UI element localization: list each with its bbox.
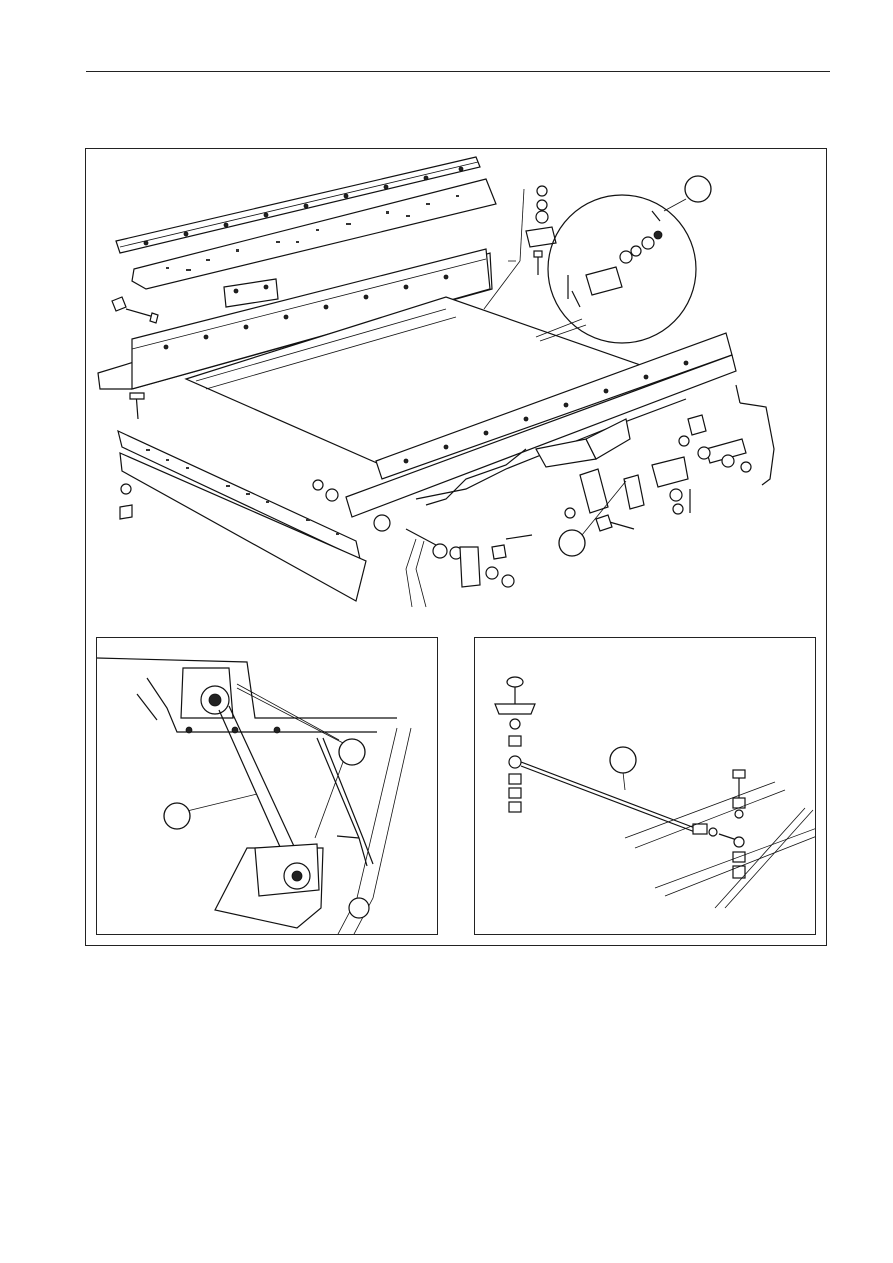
- stay-rod-inset: [474, 637, 816, 935]
- right-fasteners: [651, 384, 775, 515]
- platform-frame: [97, 248, 737, 518]
- stay-rod-icon: [494, 676, 815, 909]
- textured-strip-top: [131, 178, 497, 290]
- callout-main-lower: [558, 529, 586, 557]
- fastener-stack: [525, 185, 557, 275]
- header-rule: [86, 71, 830, 72]
- bolt-icon: [111, 296, 159, 324]
- callout-left-inset-bracket: [338, 738, 366, 766]
- callout-top-right: [684, 175, 712, 203]
- support-rod-icon: [97, 657, 412, 934]
- callout-left-inset-rod: [163, 802, 191, 830]
- lower-left-parts: [117, 392, 533, 608]
- exploded-platform-drawing: [97, 156, 775, 608]
- detail-circle: [535, 194, 697, 344]
- top-rail-strip: [115, 156, 481, 254]
- hinge-parts: [564, 468, 645, 532]
- clamp-plate: [223, 278, 279, 308]
- callout-right-inset-rod: [609, 746, 637, 774]
- figure-frame: [85, 148, 827, 946]
- support-rod-inset: [96, 637, 438, 935]
